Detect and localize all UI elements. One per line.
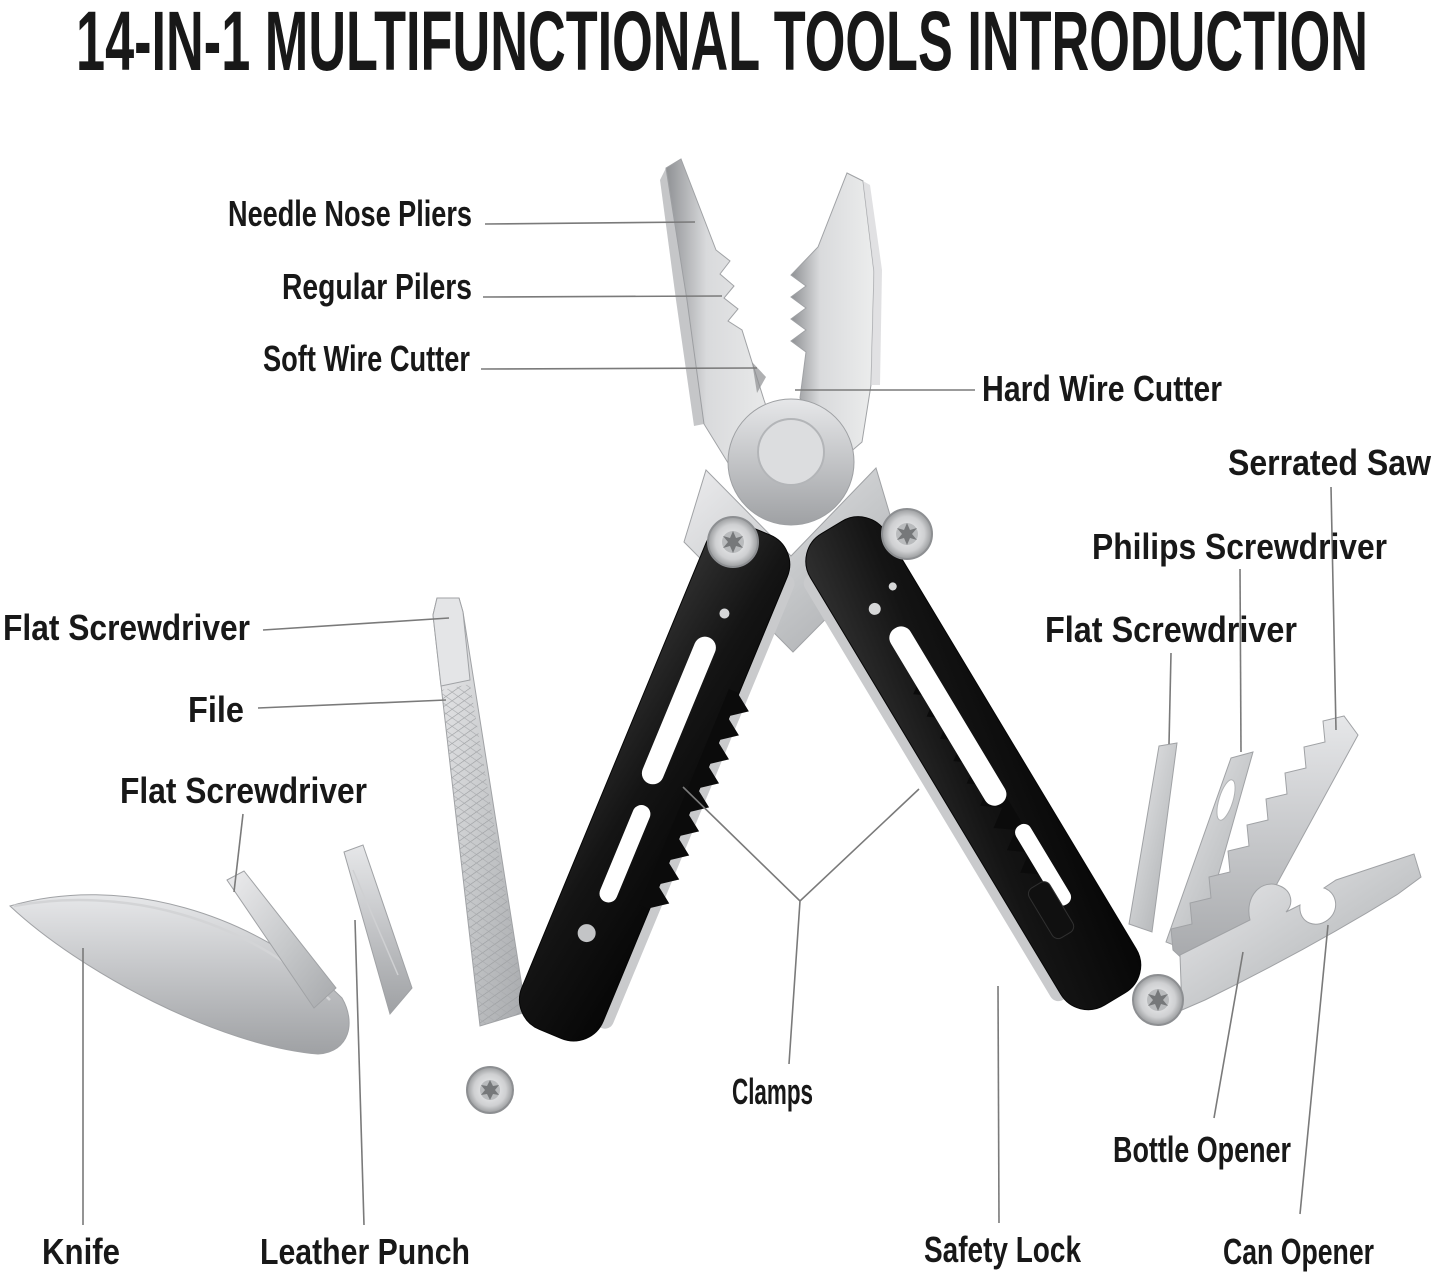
left-handle [518, 522, 795, 1042]
label-flat-screwdriver-right: Flat Screwdriver [1045, 609, 1297, 650]
leader-leather-punch [354, 919, 365, 1226]
label-serrated-saw: Serrated Saw [1228, 442, 1432, 483]
leader-soft-wire-cutter [480, 367, 758, 370]
label-philips-screwdriver: Philips Screwdriver [1092, 526, 1387, 567]
leader-file [257, 699, 447, 709]
label-file: File [188, 689, 244, 730]
flat-screwdriver-tool-right [1128, 742, 1178, 933]
leader-lines [82, 221, 1337, 1226]
flat-screwdriver-tool-left [226, 870, 337, 1009]
serrated-saw-tool [1170, 715, 1359, 993]
leader-can-opener [1299, 924, 1329, 1215]
leader-needle-nose-pliers [484, 221, 696, 225]
label-regular-pilers: Regular Pilers [282, 266, 472, 307]
multitool-illustration [9, 158, 1422, 1114]
leader-flat-screwdriver-left-top [262, 617, 450, 631]
pivot-circle [757, 418, 825, 486]
torx-screw [881, 508, 933, 560]
label-knife: Knife [42, 1231, 120, 1272]
label-needle-nose-pliers: Needle Nose Pliers [228, 193, 472, 234]
torx-screw [1132, 974, 1184, 1026]
flat-screwdriver-tip-on-file [432, 597, 471, 687]
leader-philips-screwdriver [1239, 568, 1242, 753]
leader-safety-lock [997, 985, 1000, 1224]
right-handle-cutout [889, 626, 1007, 806]
page-title: 14-IN-1 MULTIFUNCTIONAL TOOLS INTRODUCTI… [76, 0, 1368, 88]
torx-screw [466, 1066, 514, 1114]
left-handle-cutout [641, 636, 716, 785]
label-hard-wire-cutter: Hard Wire Cutter [982, 368, 1222, 409]
left-handle-cutout [599, 805, 651, 903]
leader-flat-screwdriver-right [1168, 652, 1172, 745]
safety-lock-slider [1027, 881, 1075, 940]
label-leather-punch: Leather Punch [260, 1231, 470, 1272]
label-safety-lock: Safety Lock [924, 1229, 1082, 1270]
label-flat-screwdriver-left-top: Flat Screwdriver [3, 607, 250, 648]
leader-clamps [682, 786, 920, 1065]
torx-screw [707, 516, 759, 568]
leader-serrated-saw [1330, 486, 1337, 731]
leader-flat-screwdriver-left [233, 813, 244, 893]
leader-bottle-opener [1213, 951, 1244, 1119]
label-can-opener: Can Opener [1223, 1231, 1374, 1272]
label-clamps: Clamps [732, 1071, 813, 1112]
labels: Needle Nose Pliers Regular Pilers Soft W… [3, 193, 1432, 1272]
leather-punch-tool [343, 844, 413, 1016]
label-soft-wire-cutter: Soft Wire Cutter [263, 338, 470, 379]
pliers-pivot [683, 398, 900, 653]
file-tool [432, 597, 527, 1027]
label-flat-screwdriver-left: Flat Screwdriver [120, 770, 367, 811]
right-handle-cutout [1015, 823, 1072, 906]
right-handle [803, 516, 1142, 1011]
label-bottle-opener: Bottle Opener [1113, 1129, 1291, 1170]
leader-regular-pilers [482, 295, 723, 298]
